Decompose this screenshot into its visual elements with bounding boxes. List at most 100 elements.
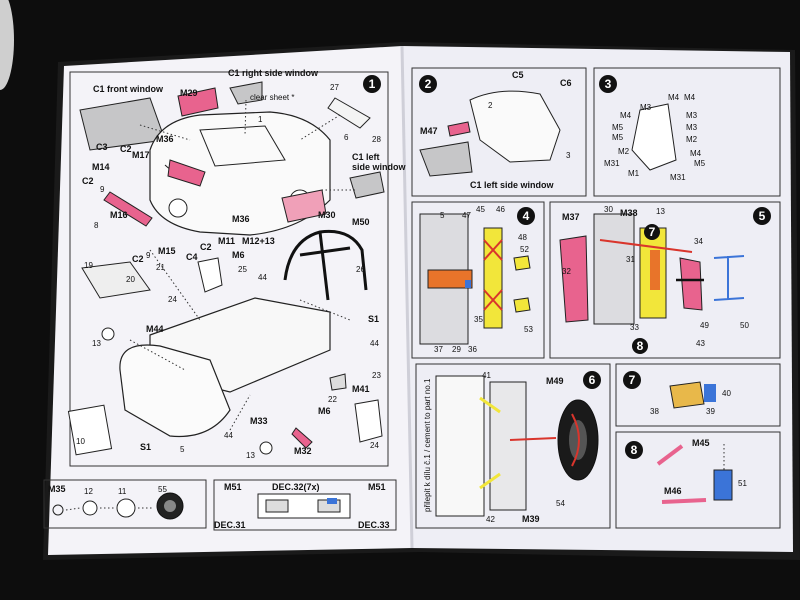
label-44-b: 44: [370, 339, 379, 348]
step-2-panel: 2 C5 C6 2 3 M47 C1 left side window: [411, 67, 587, 197]
label-45: 45: [476, 205, 485, 214]
step-4-panel: 4 5 47 45 46 48 52 53 35 37 29 36: [411, 201, 545, 359]
label-m11: M11: [218, 236, 235, 246]
label-54: 54: [556, 499, 565, 508]
label-m33: M33: [250, 416, 268, 426]
m29-pink-part: [177, 87, 219, 117]
label-m39: M39: [522, 514, 540, 524]
label-clear-sheet: clear sheet *: [250, 93, 294, 102]
label-20: 20: [126, 275, 135, 284]
wheel-assembly-panel: M35 12 11 55: [43, 479, 207, 529]
label-c1-left-side-window-2: C1 left side window: [470, 180, 555, 190]
label-10: 10: [76, 437, 85, 446]
label-36: 36: [468, 345, 477, 354]
label-13-a: 13: [92, 339, 101, 348]
label-42: 42: [486, 515, 495, 524]
label-9-a: 9: [100, 185, 105, 194]
step-3-number: 3: [605, 77, 612, 91]
clear-sheet-part: [327, 97, 371, 129]
label-40: 40: [722, 389, 731, 398]
label-m49: M49: [546, 376, 564, 386]
label-m45: M45: [692, 438, 710, 448]
step-7-number: 7: [629, 373, 636, 387]
label-19: 19: [84, 261, 93, 270]
label-m46: M46: [664, 486, 682, 496]
label-m51-a: M51: [224, 482, 242, 492]
ref-step-8: 8: [637, 339, 644, 353]
m30-pink-part: [281, 189, 327, 223]
label-m5-b: M5: [612, 133, 624, 142]
label-28: 28: [372, 135, 381, 144]
roll-cage-part: [283, 229, 368, 301]
label-m12-13: M12+13: [242, 236, 275, 246]
label-m4-b: M4: [684, 93, 696, 102]
step-3-panel: 3 M4 M4 M4 M4 M5 M5 M5 M3 M3 M3 M2 M2 M3…: [593, 67, 781, 197]
label-c5: C5: [512, 70, 524, 80]
label-m4-d: M4: [690, 149, 702, 158]
label-m6-a: M6: [232, 250, 245, 260]
step-6-panel: 6 41 M49 54 42 M39 přilepit k dílu č.1 /…: [415, 363, 611, 529]
step-7-panel: 7 38 39 40: [615, 363, 781, 427]
label-c2-c: C2: [132, 254, 144, 264]
step-1-badge: [363, 75, 381, 93]
m17-pink-stripe: [167, 159, 206, 187]
label-m51-b: M51: [368, 482, 386, 492]
label-30: 30: [604, 205, 613, 214]
label-m3-c: M3: [686, 123, 698, 132]
label-24-b: 24: [370, 441, 379, 450]
label-52: 52: [520, 245, 529, 254]
label-2: 2: [488, 101, 493, 110]
label-12: 12: [84, 487, 93, 496]
label-6: 6: [344, 133, 349, 142]
label-43: 43: [696, 339, 705, 348]
step-6-number: 6: [589, 373, 596, 387]
label-m41: M41: [352, 384, 370, 394]
label-9-b: 9: [146, 251, 151, 260]
step-1-number: 1: [369, 77, 376, 91]
m16-pink-part: [103, 191, 153, 227]
label-35: 35: [474, 315, 483, 324]
label-5: 5: [180, 445, 185, 454]
label-22: 22: [328, 395, 337, 404]
label-29: 29: [452, 345, 461, 354]
label-11: 11: [118, 487, 127, 496]
label-s1-b: S1: [140, 442, 151, 452]
label-m29: M29: [180, 88, 198, 98]
label-27: 27: [330, 83, 339, 92]
step-5-number: 5: [759, 209, 766, 223]
label-cement-note: přilepit k dílu č.1 / cement to part no.…: [423, 378, 432, 512]
label-s1-a: S1: [368, 314, 379, 324]
label-m36-a: M36: [156, 134, 174, 144]
label-m38: M38: [620, 208, 638, 218]
label-dec33: DEC.33: [358, 520, 390, 530]
label-26: 26: [356, 265, 365, 274]
label-47: 47: [462, 211, 471, 220]
label-m37: M37: [562, 212, 580, 222]
label-m35: M35: [48, 484, 66, 494]
label-m44: M44: [146, 324, 164, 334]
label-m17: M17: [132, 150, 150, 160]
label-44-c: 44: [224, 431, 233, 440]
label-55: 55: [158, 485, 167, 494]
label-c2-a: C2: [120, 144, 132, 154]
label-m36-b: M36: [232, 214, 250, 224]
label-41: 41: [482, 371, 491, 380]
step-5-panel: 5 7 8 M37 30 M38 13 34 31 32 33 49 50 43: [549, 201, 781, 359]
label-39: 39: [706, 407, 715, 416]
label-33: 33: [630, 323, 639, 332]
page-fold: [400, 45, 414, 549]
label-53: 53: [524, 325, 533, 334]
seat-part-a: [197, 257, 223, 293]
label-m4-c: M4: [620, 111, 632, 120]
label-c2-b: C2: [82, 176, 94, 186]
label-49: 49: [700, 321, 709, 330]
label-m47: M47: [420, 126, 438, 136]
label-5-13: 13: [656, 207, 665, 216]
label-32: 32: [562, 267, 571, 276]
label-23: 23: [372, 371, 381, 380]
label-13-b: 13: [246, 451, 255, 460]
label-c1-front-window: C1 front window: [93, 84, 164, 94]
front-tub-part: [119, 344, 231, 438]
label-m31-b: M31: [670, 173, 686, 182]
